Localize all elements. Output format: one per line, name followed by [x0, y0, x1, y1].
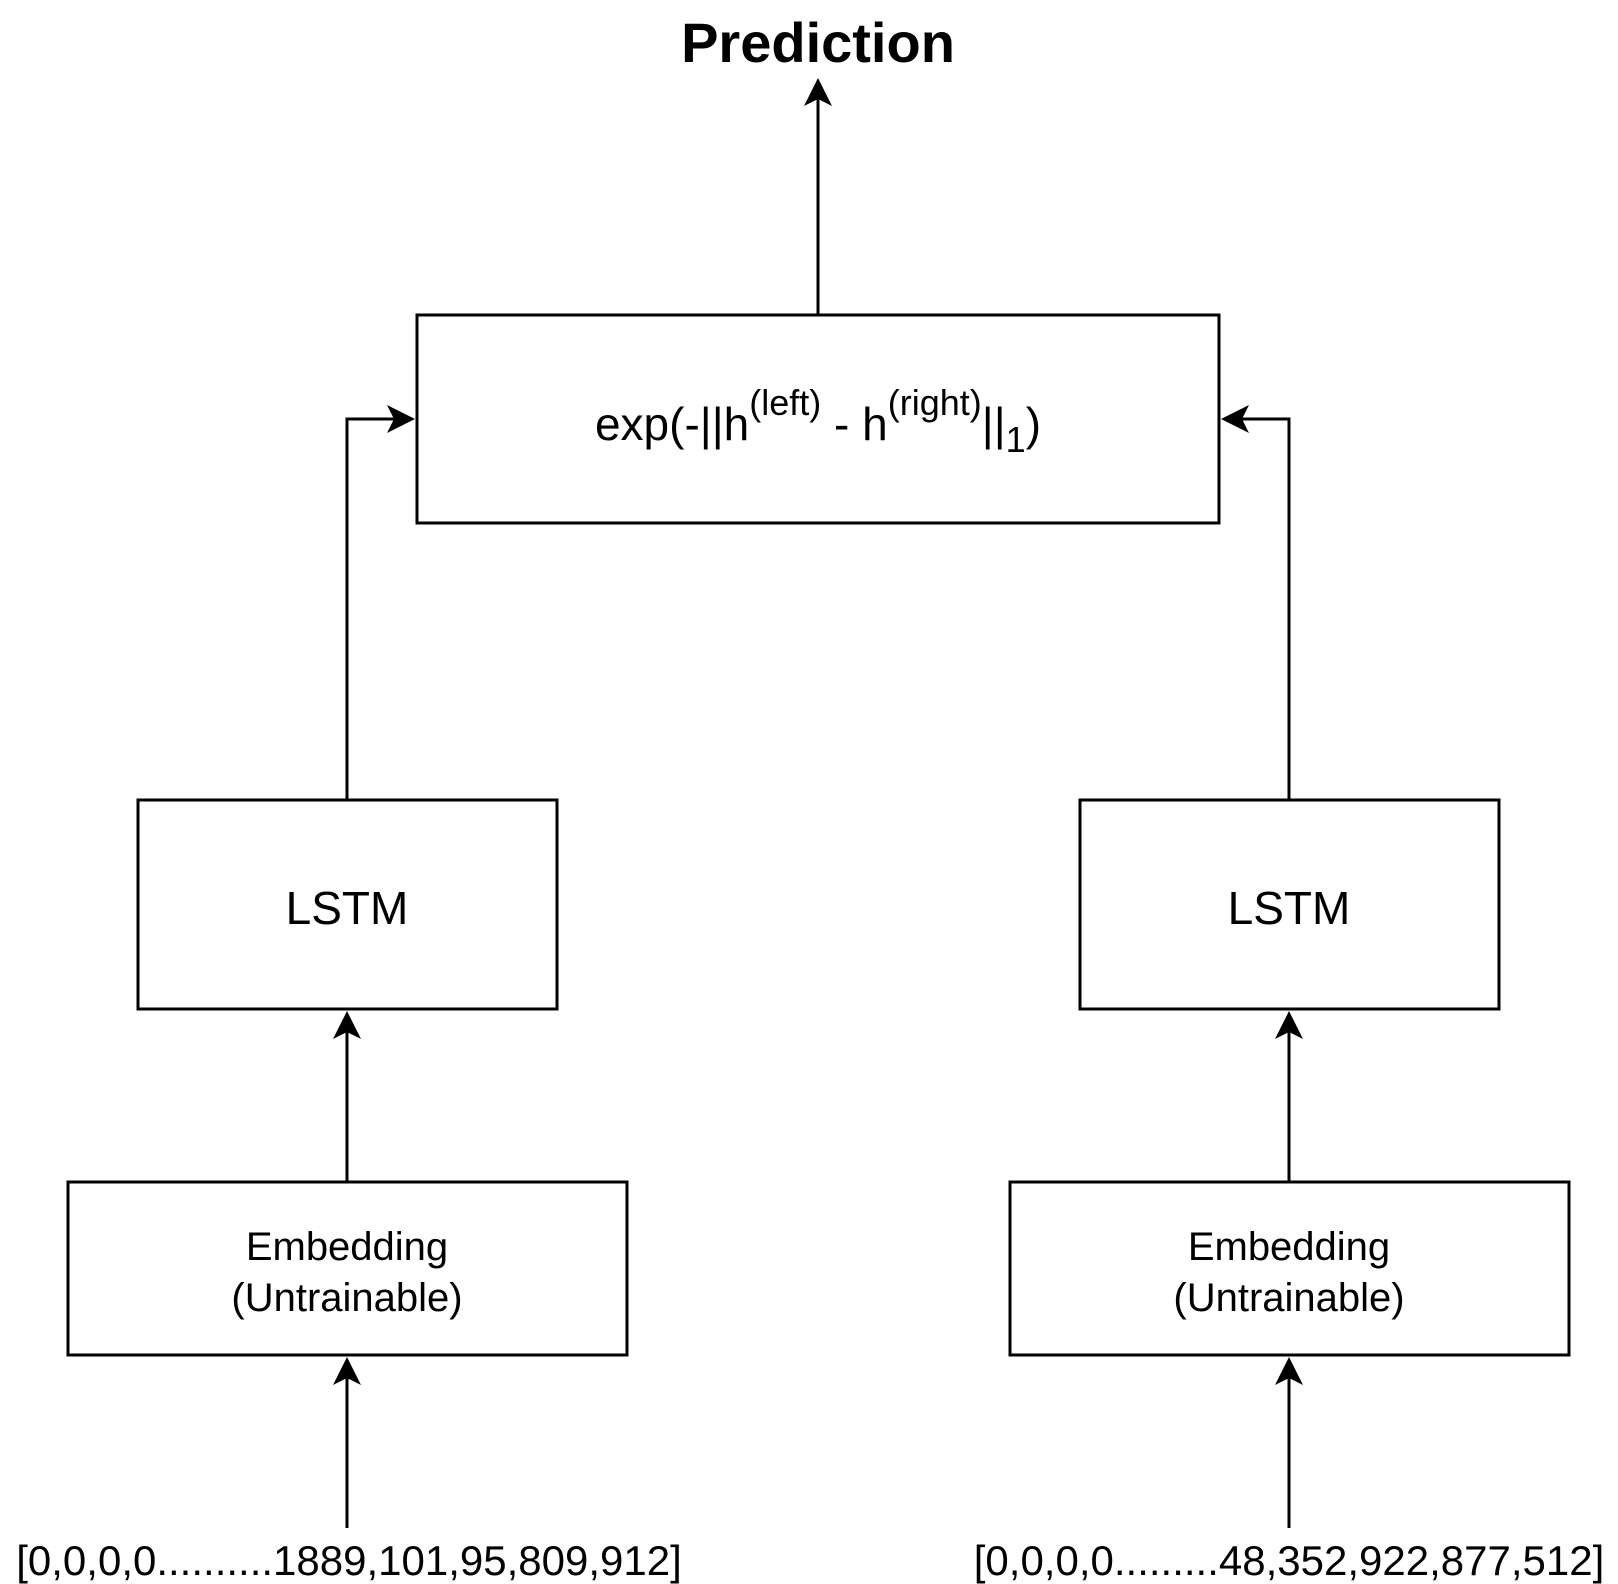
formula-norm: || [982, 398, 1006, 450]
right-lstm-label: LSTM [1228, 882, 1351, 934]
formula-close-paren: ) [1026, 398, 1041, 450]
arrowhead-left-lstm [333, 1011, 361, 1039]
left-embedding-box [66, 1180, 629, 1357]
right-embedding-box [1008, 1180, 1571, 1357]
prediction-title: Prediction [681, 11, 955, 74]
left-lstm-label: LSTM [286, 882, 409, 934]
right-embedding-label: Embedding [1188, 1225, 1390, 1269]
arrow-left-lstm-to-similarity [345, 417, 398, 799]
formula-right-superscript: (right) [888, 382, 982, 423]
arrow-right-lstm-to-similarity [1238, 417, 1291, 799]
arrowhead-right-into-similarity [1221, 405, 1249, 433]
similarity-formula: exp(-||h(left) - h(right)||1) [595, 382, 1041, 460]
left-lstm-box [136, 798, 559, 1011]
left-input-sequence: [0,0,0,0..........1889,101,95,809,912] [16, 1537, 682, 1584]
arrowhead-right-lstm [1275, 1011, 1303, 1039]
left-embedding-sublabel: (Untrainable) [231, 1276, 462, 1320]
similarity-box [415, 313, 1221, 525]
formula-prefix: exp(-||h [595, 398, 749, 450]
formula-norm-subscript: 1 [1006, 419, 1026, 460]
right-lstm-box [1078, 798, 1501, 1011]
formula-minus: - h [821, 398, 887, 450]
left-embedding-label: Embedding [246, 1225, 448, 1269]
arrowhead-left-embedding [333, 1357, 361, 1385]
arrowhead-right-embedding [1275, 1357, 1303, 1385]
arrowhead-left-into-similarity [387, 405, 415, 433]
right-embedding-sublabel: (Untrainable) [1173, 1276, 1404, 1320]
formula-left-superscript: (left) [749, 382, 821, 423]
arrowhead-prediction [804, 78, 832, 106]
right-input-sequence: [0,0,0,0.........48,352,922,877,512] [974, 1537, 1605, 1584]
